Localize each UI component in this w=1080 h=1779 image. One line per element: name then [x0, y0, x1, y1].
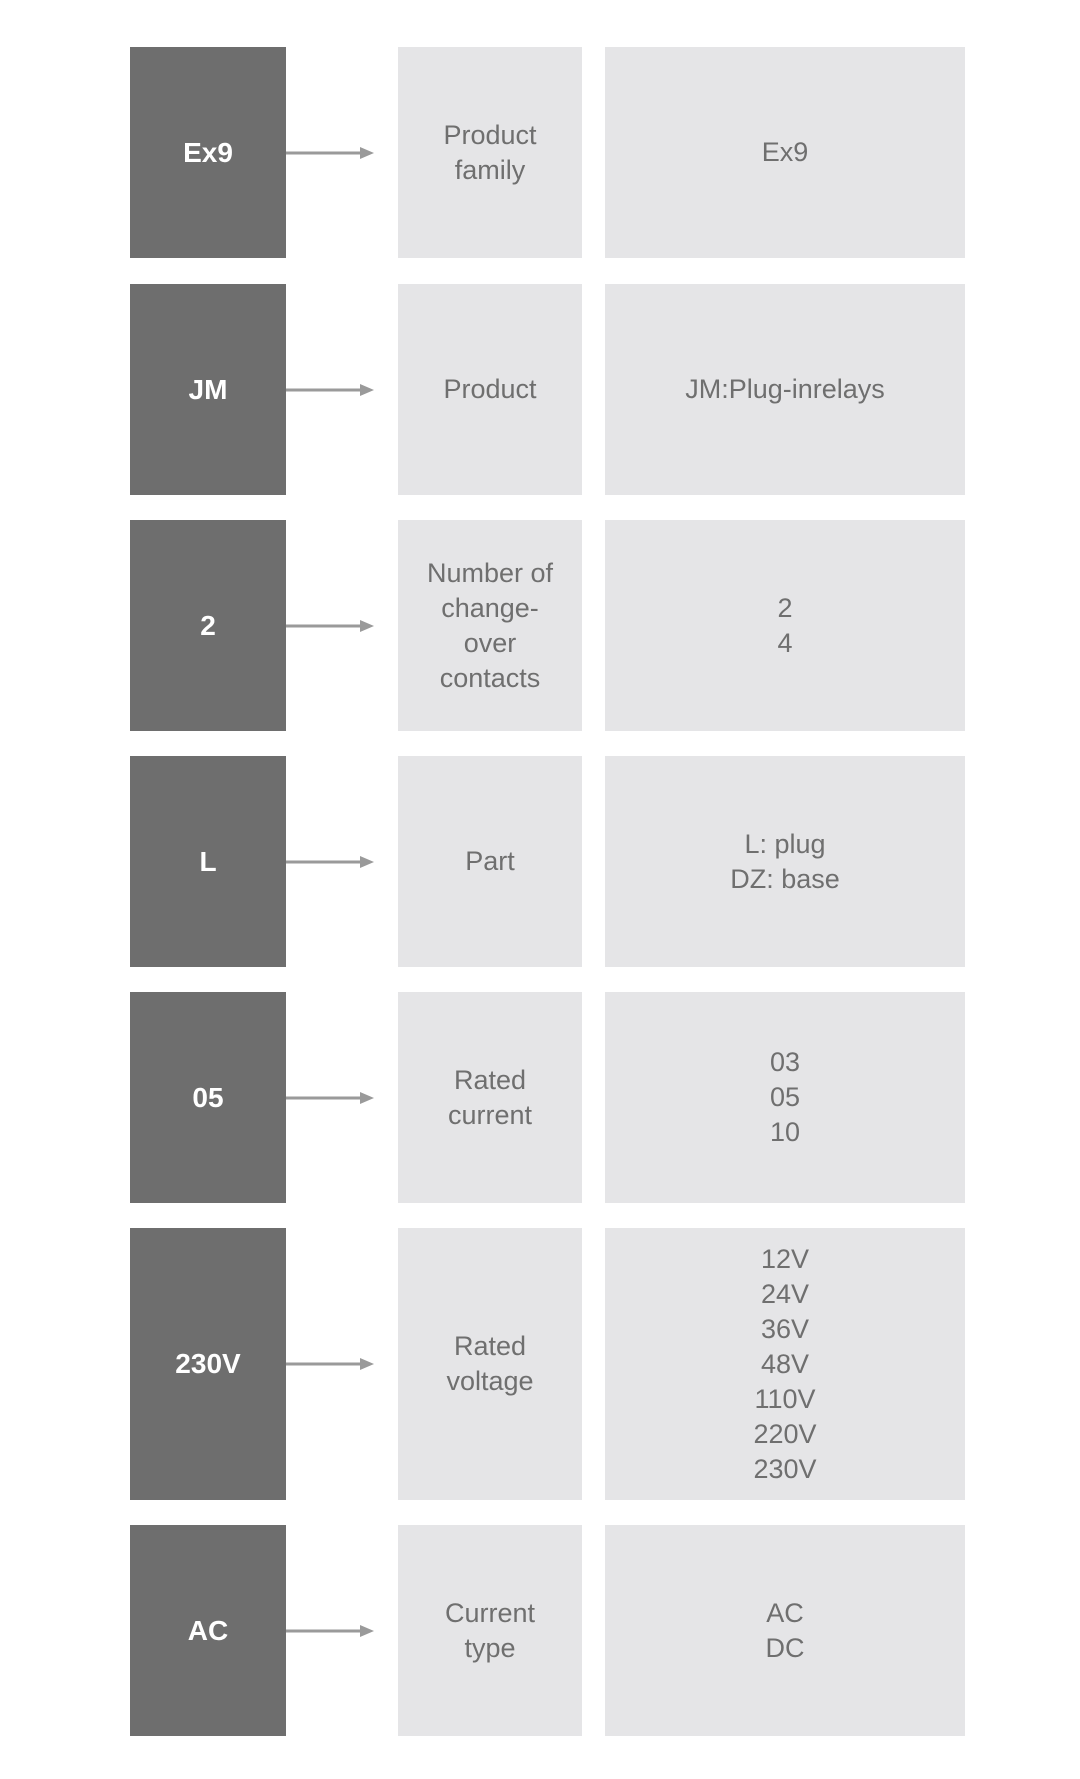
code-segment-box: 2 — [130, 520, 286, 731]
description-line: Number of — [426, 557, 554, 588]
code-segment-box: JM — [130, 284, 286, 495]
option-value: DC — [765, 1632, 805, 1663]
description-line: Product — [443, 119, 537, 150]
code-segment-box: AC — [130, 1525, 286, 1736]
code-segment-box: Ex9 — [130, 47, 286, 258]
description-line: Rated — [453, 1331, 527, 1361]
arrow-right-icon — [286, 1624, 374, 1637]
segment-options: Ex9 — [605, 47, 965, 258]
description-line: over — [463, 627, 517, 658]
arrow-right-icon — [286, 1358, 374, 1370]
option-value: JM:Plug-inrelays — [685, 374, 885, 404]
option-value: 230V — [753, 1453, 817, 1484]
segment-description: Rated current — [398, 992, 582, 1203]
segment-options: 12V 24V 36V 48V 110V 220V 230V — [605, 1228, 965, 1500]
segment-description: Current type — [398, 1525, 582, 1736]
description-line: Part — [465, 846, 515, 876]
option-value: Ex9 — [761, 137, 809, 167]
segment-description: Product — [398, 284, 582, 495]
option-value: DZ: base — [730, 863, 840, 894]
option-value: AC — [766, 1597, 804, 1628]
option-value: 110V — [754, 1383, 816, 1414]
code-segment-box: 230V — [130, 1228, 286, 1500]
code-row-contacts: 2 Number of change- over contacts 2 4 — [0, 520, 1080, 731]
segment-options: L: plug DZ: base — [605, 756, 965, 967]
segment-description: Part — [398, 756, 582, 967]
option-value: L: plug — [744, 828, 826, 859]
description-line: Rated — [453, 1064, 527, 1095]
code-segment-box: 05 — [130, 992, 286, 1203]
option-value: 03 — [769, 1047, 801, 1077]
option-value: 24V — [760, 1278, 810, 1309]
code-row-rated-voltage: 230V Rated voltage 12V 24V 36V 48V 110V … — [0, 1228, 1080, 1500]
code-row-current-type: AC Current type AC DC — [0, 1525, 1080, 1736]
option-value: 2 — [777, 592, 793, 623]
arrow-right-icon — [286, 146, 374, 159]
segment-options: 2 4 — [605, 520, 965, 731]
segment-options: JM:Plug-inrelays — [605, 284, 965, 495]
description-line: type — [464, 1632, 516, 1663]
segment-options: AC DC — [605, 1525, 965, 1736]
option-value: 4 — [777, 627, 793, 658]
arrow-right-icon — [286, 855, 374, 868]
option-value: 220V — [753, 1418, 817, 1449]
description-line: current — [447, 1099, 533, 1130]
option-value: 10 — [769, 1117, 801, 1147]
segment-options: 03 05 10 — [605, 992, 965, 1203]
segment-description: Product family — [398, 47, 582, 258]
option-value: 36V — [760, 1313, 810, 1344]
code-row-product-family: Ex9 Product family Ex9 — [0, 47, 1080, 258]
description-line: Current — [444, 1597, 536, 1628]
segment-description: Number of change- over contacts — [398, 520, 582, 731]
arrow-right-icon — [286, 383, 374, 396]
description-line: change- — [441, 592, 539, 623]
code-row-product: JM Product JM:Plug-inrelays — [0, 284, 1080, 495]
option-value: 05 — [769, 1082, 801, 1112]
option-value: 12V — [760, 1243, 810, 1274]
description-line: family — [454, 154, 526, 185]
description-line: Product — [443, 374, 537, 404]
option-value: 48V — [760, 1348, 810, 1379]
description-line: contacts — [439, 662, 541, 693]
arrow-right-icon — [286, 619, 374, 632]
arrow-right-icon — [286, 1091, 374, 1104]
segment-description: Rated voltage — [398, 1228, 582, 1500]
code-row-part: L Part L: plug DZ: base — [0, 756, 1080, 967]
code-segment-box: L — [130, 756, 286, 967]
code-row-rated-current: 05 Rated current 03 05 10 — [0, 992, 1080, 1203]
description-line: voltage — [446, 1366, 534, 1396]
